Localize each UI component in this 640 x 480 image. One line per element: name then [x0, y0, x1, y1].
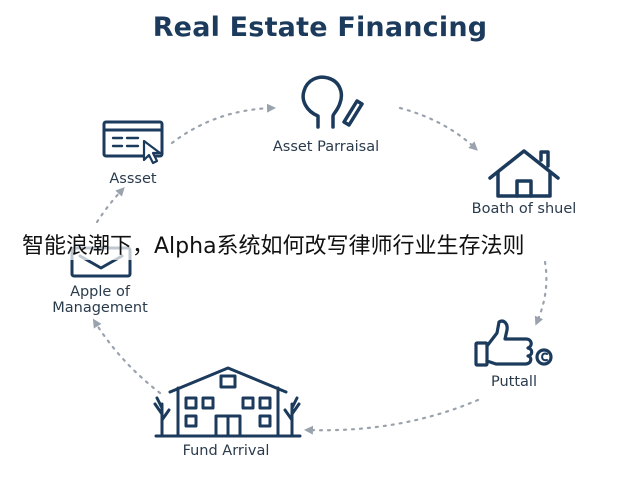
node-label: Boath of shuel: [472, 201, 577, 217]
node-label: Assset: [109, 171, 157, 187]
node-label: Fund Arrival: [183, 443, 270, 459]
arrow-asset-parraisal-to-boath: [398, 106, 478, 151]
arrow-apple-to-assset: [95, 187, 125, 224]
node-label-line-1: Apple of: [70, 284, 131, 300]
arrow-boath-to-puttall: [534, 260, 548, 326]
caption-overlay-background: [0, 226, 640, 260]
node-label: Asset Parraisal: [273, 139, 379, 155]
cycle-arrows: [92, 103, 548, 435]
arrow-fund-arrival-to-apple: [92, 318, 162, 395]
node-assset: Assset: [102, 120, 164, 187]
node-boath-of-shuel: Boath of shuel: [472, 149, 577, 217]
caption-overlay-text: 智能浪潮下，Alpha系统如何改写律师行业生存法则: [22, 234, 525, 259]
house-icon: [488, 149, 560, 198]
node-apple-of-management: Apple of Management: [52, 246, 148, 316]
thumbs-up-icon: [474, 319, 553, 367]
person-pen-icon: [301, 75, 364, 129]
node-puttall: Puttall: [474, 319, 553, 390]
document-cursor-icon: [102, 120, 164, 165]
arrow-assset-to-asset-parraisal: [170, 103, 276, 145]
building-icon: [153, 366, 302, 438]
diagram-title: Real Estate Financing: [152, 12, 488, 43]
node-asset-parraisal: Asset Parraisal: [273, 75, 379, 155]
node-label: Puttall: [491, 374, 537, 390]
arrow-puttall-to-fund-arrival: [304, 398, 480, 435]
node-label-line: Apple of: [70, 284, 131, 300]
node-fund-arrival: Fund Arrival: [153, 366, 302, 459]
node-label-line-2: Management: [52, 300, 148, 316]
node-label-line: Management: [52, 300, 148, 316]
